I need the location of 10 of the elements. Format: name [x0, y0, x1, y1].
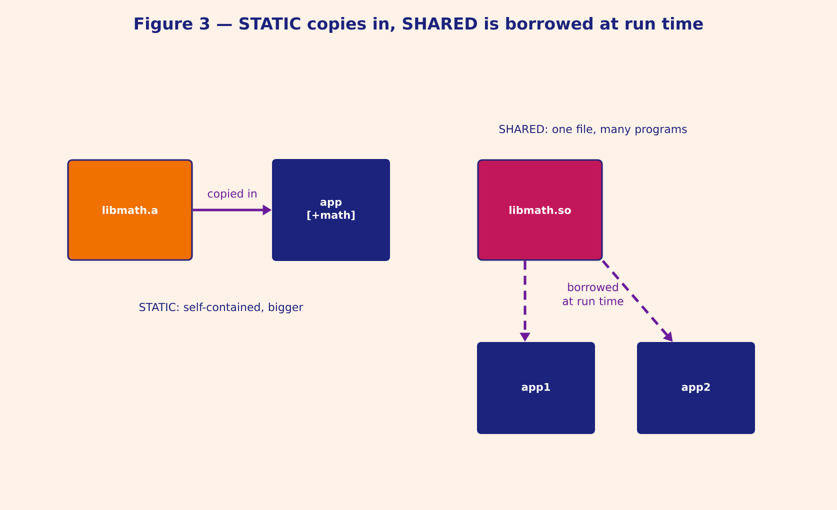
edge-label: copied in	[208, 189, 256, 200]
process-box: app [+math]	[272, 159, 390, 261]
process-box: libmath.a	[67, 159, 193, 261]
section-caption: SHARED: one file, many programs	[499, 124, 687, 136]
annotation-text: borrowed at run time	[562, 282, 624, 306]
title: Figure 3 — STATIC copies in, SHARED is borrowed at run time	[134, 16, 703, 34]
process-box: libmath.so	[477, 159, 603, 261]
process-box: app1	[477, 342, 595, 434]
section-caption: STATIC: self-contained, bigger	[140, 302, 304, 314]
process-box: app2	[637, 342, 755, 434]
